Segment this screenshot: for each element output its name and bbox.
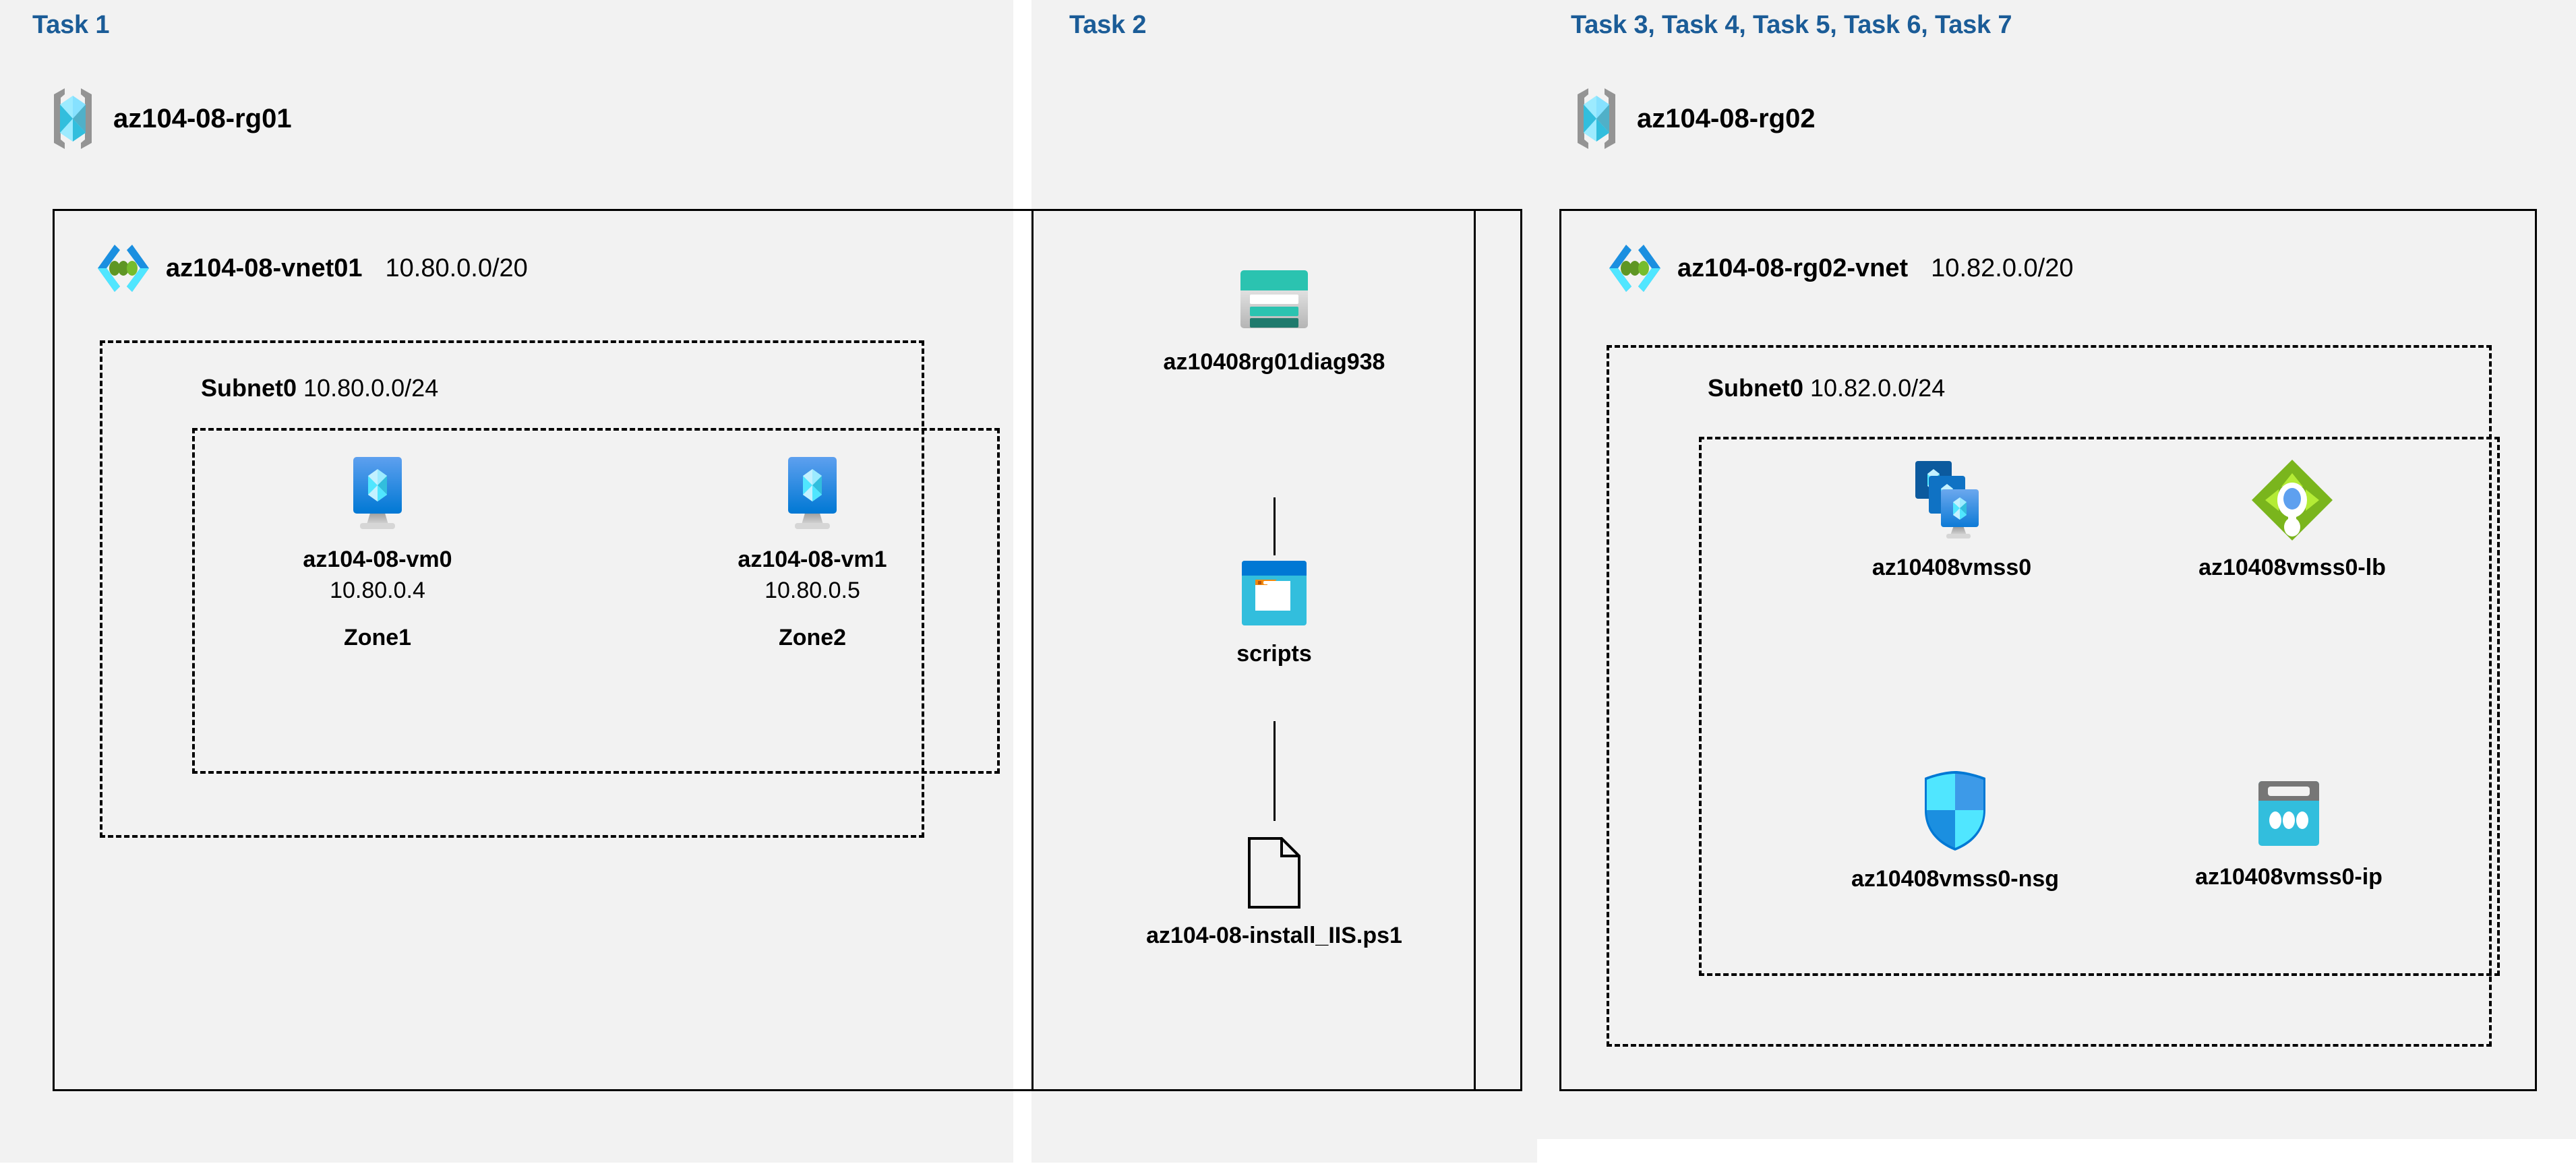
subnet-label-vnet02: Subnet0 10.82.0.0/24 — [1708, 374, 1945, 402]
virtual-network-icon — [94, 239, 152, 297]
storage-account-icon — [1236, 266, 1312, 336]
vnet-cidr-label: 10.82.0.0/20 — [1931, 253, 2074, 282]
resource-name-label: az104-08-vm1 — [738, 547, 887, 572]
subnet-label-vnet01: Subnet0 10.80.0.0/24 — [201, 374, 438, 402]
vnet-name-label: az104-08-vnet01 — [166, 253, 363, 282]
resource-group-icon — [47, 86, 98, 151]
subnet-name: Subnet0 — [201, 374, 297, 402]
vnet-boundary-vnet02 — [1559, 209, 2537, 1091]
vm-scale-set-icon — [1909, 458, 1995, 542]
resource-name-label: az104-08-install_IIS.ps1 — [1146, 923, 1402, 948]
resource-name-label: az104-08-vm0 — [303, 547, 452, 572]
resource-name-label: az10408rg01diag938 — [1163, 349, 1385, 375]
resource-ip-label: 10.80.0.4 — [330, 578, 425, 604]
task-panel-task1 — [0, 0, 1013, 1163]
resource-node-ps1-file[interactable]: az104-08-install_IIS.ps1 — [1085, 836, 1463, 949]
resource-group-rg01: az104-08-rg01 — [47, 86, 292, 151]
resource-name-label: az10408vmss0-ip — [2195, 864, 2383, 890]
resource-node-nsg[interactable]: az10408vmss0-nsg — [1814, 768, 2097, 892]
resource-ip-label: 10.80.0.5 — [765, 578, 860, 604]
resource-name-label: az10408vmss0-lb — [2198, 555, 2386, 580]
load-balancer-icon — [2250, 458, 2334, 542]
vnet-header-vnet01: az104-08-vnet01 10.80.0.0/20 — [94, 239, 528, 297]
task-heading-task2: Task 2 — [1069, 11, 1147, 39]
subnet-boundary-outer-vnet02 — [1607, 345, 2492, 1047]
connector-scripts-to-ps1-file — [1274, 721, 1276, 821]
file-icon — [1247, 836, 1302, 910]
resource-group-label: az104-08-rg02 — [1637, 103, 1816, 133]
resource-name-label: az10408vmss0-nsg — [1851, 866, 2060, 892]
resource-name-label: az10408vmss0 — [1871, 555, 2032, 580]
connector-storage-to-scripts — [1274, 497, 1276, 555]
resource-group-icon — [1571, 86, 1622, 151]
subnet-boundary-inner-vnet01 — [192, 428, 1000, 774]
resource-node-storage-account[interactable]: az10408rg01diag938 — [1164, 266, 1385, 375]
task-panel-task3 — [1536, 0, 2576, 1139]
subnet-boundary-outer-vnet01 — [100, 340, 924, 838]
vnet-header-vnet02: az104-08-rg02-vnet 10.82.0.0/20 — [1606, 239, 2073, 297]
subnet-cidr: 10.80.0.0/24 — [303, 374, 439, 402]
resource-node-vm0[interactable]: az104-08-vm0 10.80.0.4 Zone1 — [287, 453, 469, 651]
resource-zone-label: Zone2 — [778, 625, 847, 651]
resource-node-load-balancer[interactable]: az10408vmss0-lb — [2144, 458, 2440, 581]
resource-node-vm1[interactable]: az104-08-vm1 10.80.0.5 Zone2 — [721, 453, 903, 651]
task-heading-task3: Task 3, Task 4, Task 5, Task 6, Task 7 — [1571, 11, 2012, 39]
virtual-network-icon — [1606, 239, 1664, 297]
resource-node-scripts-container[interactable]: scripts — [1187, 558, 1362, 667]
subnet-name: Subnet0 — [1708, 374, 1804, 402]
resource-node-vmss[interactable]: az10408vmss0 — [1807, 458, 2097, 581]
virtual-machine-icon — [341, 453, 414, 534]
resource-group-rg02: az104-08-rg02 — [1571, 86, 1816, 151]
resource-group-label: az104-08-rg01 — [113, 103, 292, 133]
resource-name-label: scripts — [1236, 641, 1312, 667]
resource-node-public-ip[interactable]: az10408vmss0-ip — [2144, 778, 2434, 890]
subnet-boundary-inner-vnet02 — [1699, 437, 2500, 976]
network-security-group-icon — [1918, 768, 1992, 853]
task2-boundary — [1031, 209, 1522, 1091]
virtual-machine-icon — [776, 453, 849, 534]
vnet-boundary-vnet01 — [53, 209, 1476, 1091]
blob-container-icon — [1239, 558, 1309, 628]
vnet-cidr-label: 10.80.0.0/20 — [385, 253, 528, 282]
subnet-cidr: 10.82.0.0/24 — [1810, 374, 1946, 402]
resource-zone-label: Zone1 — [343, 625, 412, 651]
public-ip-address-icon — [2254, 778, 2323, 851]
task-heading-task1: Task 1 — [32, 11, 110, 39]
vnet-name-label: az104-08-rg02-vnet — [1677, 253, 1909, 282]
